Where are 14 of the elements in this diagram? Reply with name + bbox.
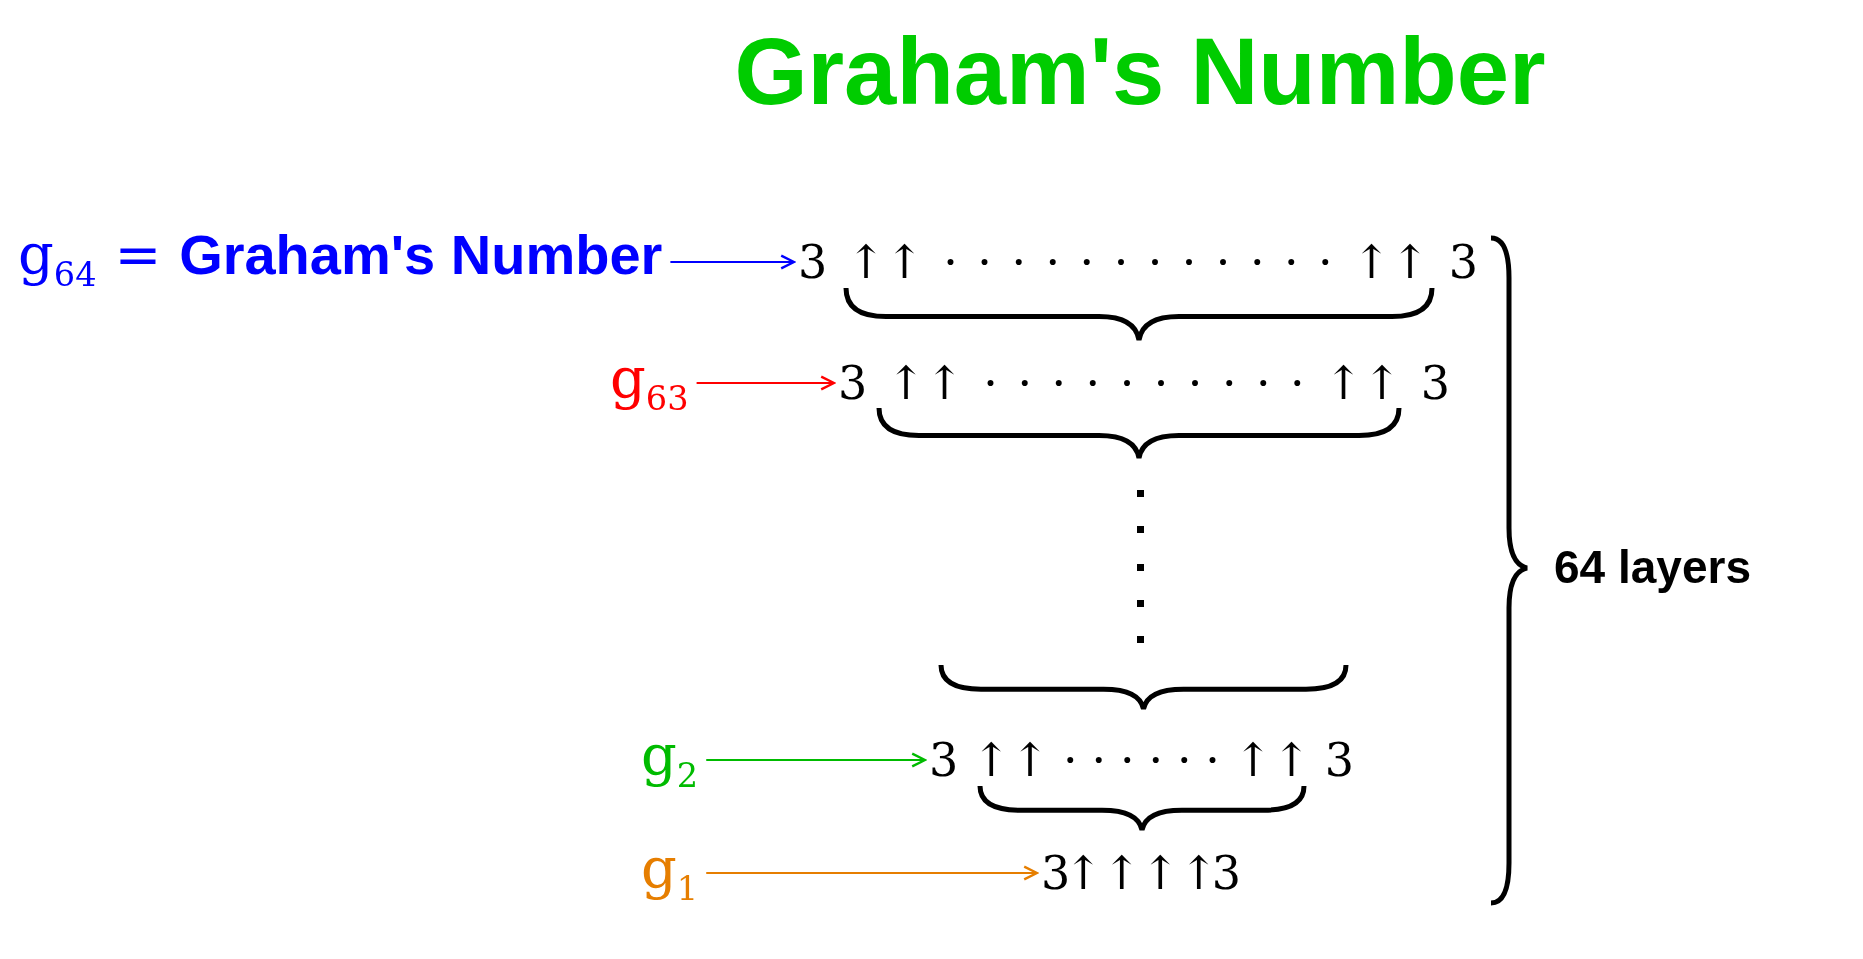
arrow-notation-expression: 3 ↑↑↑↑ 3 [1041,847,1241,899]
layer-count-label: 64 layers [1554,540,1751,594]
subscript-label: g$_{1}$ [641,837,699,909]
arrow [705,865,1039,881]
title: Graham's Number [733,18,1547,126]
arrow-notation-expression: 3 ↑↑ · · · · · · · · · · · · ↑↑ 3 [798,236,1478,288]
subscript-label: g$_{2}$ [641,724,699,796]
arrow [669,254,796,270]
subscript-label: g$_{64}$ = Graham's Number [18,223,663,295]
arrow [705,752,927,768]
arrow-notation-expression: 3 ↑↑ · · · · · · ↑↑ 3 [929,734,1354,786]
arrow [695,375,836,391]
subscript-label: g$_{63}$ [610,347,689,419]
arrow-notation-expression: 3 ↑↑ · · · · · · · · · · ↑↑ 3 [838,357,1450,409]
